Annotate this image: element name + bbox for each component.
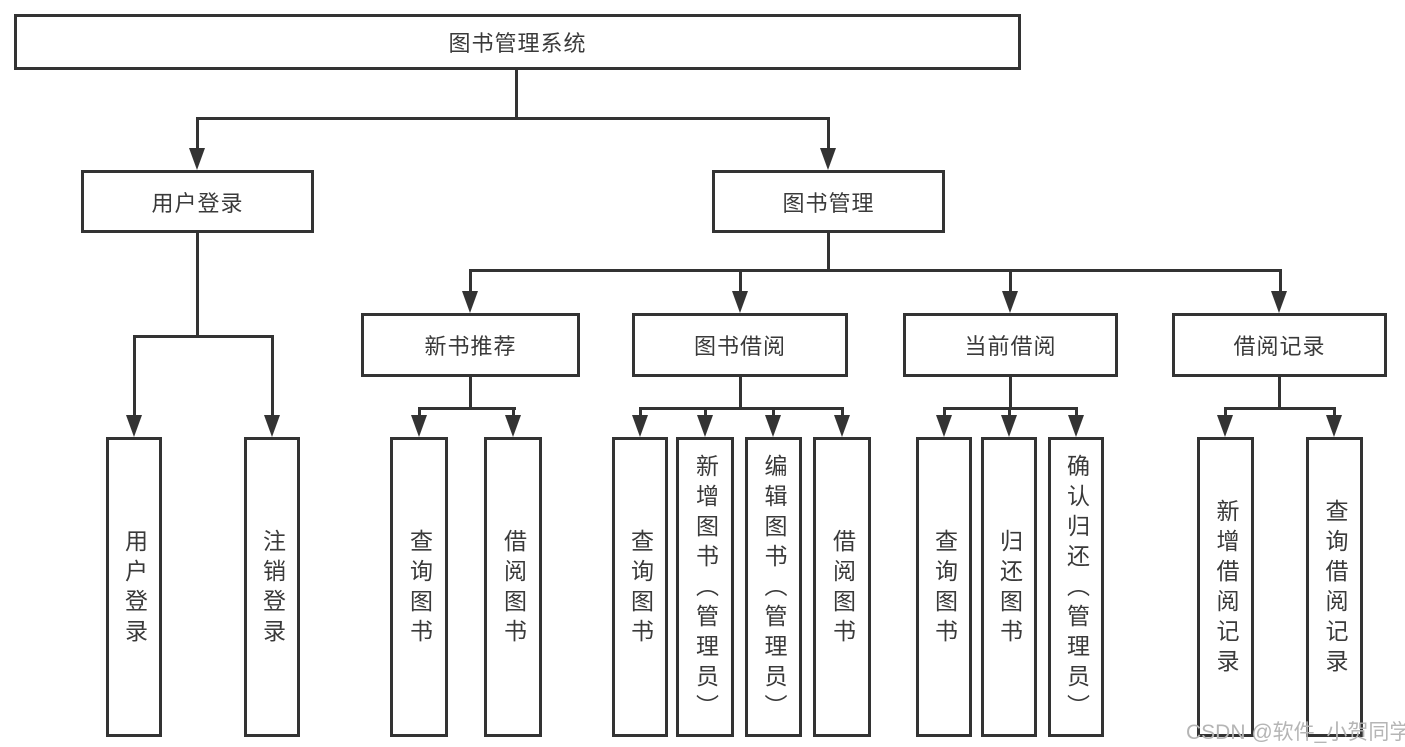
connector-v-line [827,232,830,272]
connector-stub [418,407,421,417]
leaf-return-book-label: 归还图书 [996,529,1023,649]
connector-h-line [133,335,274,338]
connector-stub [133,335,136,417]
node-current-borrow: 当前借阅 [903,313,1118,377]
leaf-user-login: 用户登录 [106,437,162,737]
leaf-query-book-3: 查询图书 [916,437,972,737]
arrow-down-icon [1271,291,1287,313]
connector-stub [772,407,775,417]
leaf-query-book-1-label: 查询图书 [406,529,433,649]
connector-h-line [1224,407,1336,410]
connector-stub [704,407,707,417]
leaf-borrow-book-2-label: 借阅图书 [829,529,856,649]
connector-v-line [739,376,742,410]
arrow-down-icon [834,415,850,437]
arrow-down-icon [765,415,781,437]
connector-v-line [515,69,518,120]
arrow-down-icon [1326,415,1342,437]
arrow-down-icon [1002,291,1018,313]
leaf-edit-book-admin: 编辑图书（管理员） [745,437,802,737]
arrow-down-icon [1068,415,1084,437]
leaf-query-borrow-record: 查询借阅记录 [1306,437,1363,737]
connector-stub [1279,269,1282,293]
node-user-login-label: 用户登录 [151,190,244,216]
leaf-add-book-admin-label: 新增图书（管理员） [692,454,719,724]
connector-stub [943,407,946,417]
node-current-borrow-label: 当前借阅 [964,334,1057,359]
connector-h-line [196,117,830,120]
connector-h-line [469,269,1282,272]
connector-stub [196,117,199,150]
connector-stub [512,407,515,417]
arrow-down-icon [505,415,521,437]
leaf-add-borrow-record: 新增借阅记录 [1197,437,1254,737]
leaf-logout: 注销登录 [244,437,300,737]
node-book-borrow: 图书借阅 [632,313,848,377]
leaf-query-book-1: 查询图书 [390,437,448,737]
leaf-logout-label: 注销登录 [259,529,286,649]
leaf-borrow-book-1-label: 借阅图书 [500,529,527,649]
leaf-query-book-2: 查询图书 [612,437,668,737]
node-root: 图书管理系统 [14,14,1021,70]
arrow-down-icon [189,148,205,170]
node-book-borrow-label: 图书借阅 [693,334,786,359]
node-root-label: 图书管理系统 [448,31,587,56]
node-new-book-recommend: 新书推荐 [361,313,580,377]
csdn-watermark: CSDN @软件_小贺同学 [1186,721,1405,744]
node-book-management-label: 图书管理 [782,190,875,216]
connector-stub [841,407,844,417]
connector-h-line [639,407,844,410]
node-borrow-record-label: 借阅记录 [1233,334,1326,359]
connector-stub [827,117,830,150]
connector-stub [639,407,642,417]
connector-h-line [418,407,516,410]
leaf-confirm-return-admin: 确认归还（管理员） [1048,437,1104,737]
leaf-borrow-book-2: 借阅图书 [813,437,871,737]
leaf-confirm-return-admin-label: 确认归还（管理员） [1063,454,1090,724]
arrow-down-icon [1001,415,1017,437]
connector-v-line [1278,376,1281,410]
connector-stub [1224,407,1227,417]
leaf-return-book: 归还图书 [981,437,1037,737]
connector-stub [1009,269,1012,293]
connector-stub [469,269,472,293]
leaf-user-login-label: 用户登录 [121,529,148,649]
leaf-query-book-3-label: 查询图书 [931,529,958,649]
arrow-down-icon [632,415,648,437]
arrow-down-icon [1217,415,1233,437]
arrow-down-icon [462,291,478,313]
node-book-management: 图书管理 [712,170,945,233]
arrow-down-icon [732,291,748,313]
leaf-query-book-2-label: 查询图书 [627,529,654,649]
node-user-login: 用户登录 [81,170,314,233]
connector-stub [1075,407,1078,417]
leaf-edit-book-admin-label: 编辑图书（管理员） [761,454,787,724]
connector-v-line [469,376,472,410]
leaf-add-borrow-record-label: 新增借阅记录 [1213,499,1239,679]
leaf-query-borrow-record-label: 查询借阅记录 [1322,499,1348,679]
leaf-add-book-admin: 新增图书（管理员） [676,437,734,737]
arrow-down-icon [126,415,142,437]
connector-stub [739,269,742,293]
connector-stub [271,335,274,417]
node-new-book-recommend-label: 新书推荐 [424,334,517,359]
leaf-borrow-book-1: 借阅图书 [484,437,542,737]
connector-v-line [1009,376,1012,410]
arrow-down-icon [936,415,952,437]
arrow-down-icon [411,415,427,437]
connector-stub [1008,407,1011,417]
connector-stub [1333,407,1336,417]
node-borrow-record: 借阅记录 [1172,313,1387,377]
arrow-down-icon [264,415,280,437]
arrow-down-icon [697,415,713,437]
arrow-down-icon [820,148,836,170]
connector-v-line [196,232,199,337]
